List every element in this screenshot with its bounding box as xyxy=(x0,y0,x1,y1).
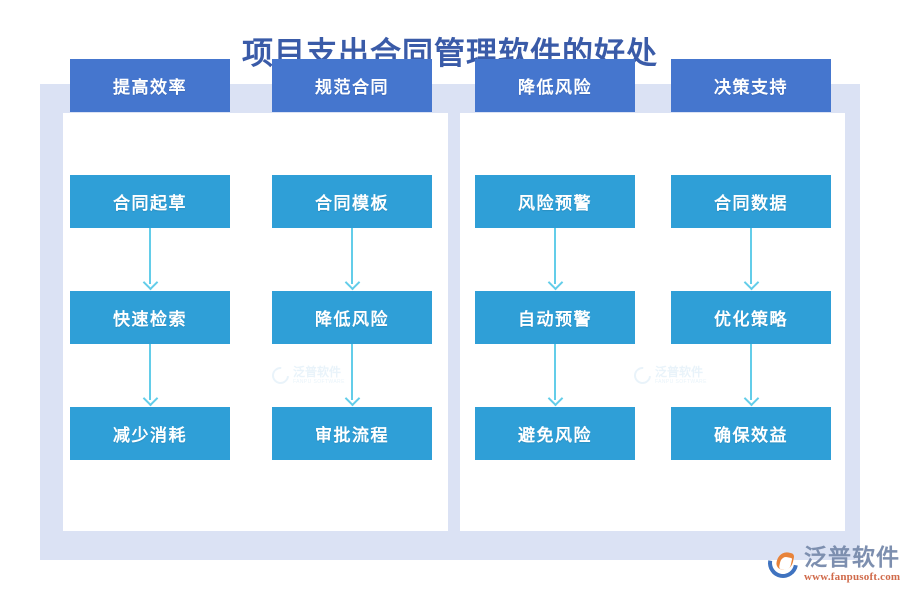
fanpu-logo-icon xyxy=(762,542,804,584)
column-decision: 决策支持 合同数据 优化策略 确保效益 xyxy=(671,59,831,460)
node-box[interactable]: 提高效率 xyxy=(70,59,230,112)
node-box[interactable]: 审批流程 xyxy=(272,407,432,460)
node-box[interactable]: 降低风险 xyxy=(272,291,432,344)
connector-arrow-down xyxy=(671,344,831,407)
connector-none xyxy=(70,112,230,175)
node-box[interactable]: 决策支持 xyxy=(671,59,831,112)
node-box[interactable]: 风险预警 xyxy=(475,175,635,228)
connector-arrow-down xyxy=(671,228,831,291)
connector-none xyxy=(272,112,432,175)
connector-none xyxy=(671,112,831,175)
node-box[interactable]: 规范合同 xyxy=(272,59,432,112)
brand-name: 泛普软件 xyxy=(804,545,900,570)
node-box[interactable]: 自动预警 xyxy=(475,291,635,344)
column-efficiency: 提高效率 合同起草 快速检索 减少消耗 xyxy=(70,59,230,460)
node-box[interactable]: 合同起草 xyxy=(70,175,230,228)
node-box[interactable]: 减少消耗 xyxy=(70,407,230,460)
node-box[interactable]: 快速检索 xyxy=(70,291,230,344)
connector-arrow-down xyxy=(272,344,432,407)
node-box[interactable]: 降低风险 xyxy=(475,59,635,112)
connector-arrow-down xyxy=(70,228,230,291)
connector-arrow-down xyxy=(475,344,635,407)
connector-none xyxy=(475,112,635,175)
node-box[interactable]: 合同模板 xyxy=(272,175,432,228)
node-box[interactable]: 合同数据 xyxy=(671,175,831,228)
column-risk: 降低风险 风险预警 自动预警 避免风险 xyxy=(475,59,635,460)
node-box[interactable]: 确保效益 xyxy=(671,407,831,460)
connector-arrow-down xyxy=(70,344,230,407)
column-standardize: 规范合同 合同模板 降低风险 审批流程 xyxy=(272,59,432,460)
brand-logo: 泛普软件 www.fanpusoft.com xyxy=(762,542,900,584)
brand-url: www.fanpusoft.com xyxy=(804,571,900,584)
connector-arrow-down xyxy=(272,228,432,291)
node-box[interactable]: 避免风险 xyxy=(475,407,635,460)
connector-arrow-down xyxy=(475,228,635,291)
node-box[interactable]: 优化策略 xyxy=(671,291,831,344)
